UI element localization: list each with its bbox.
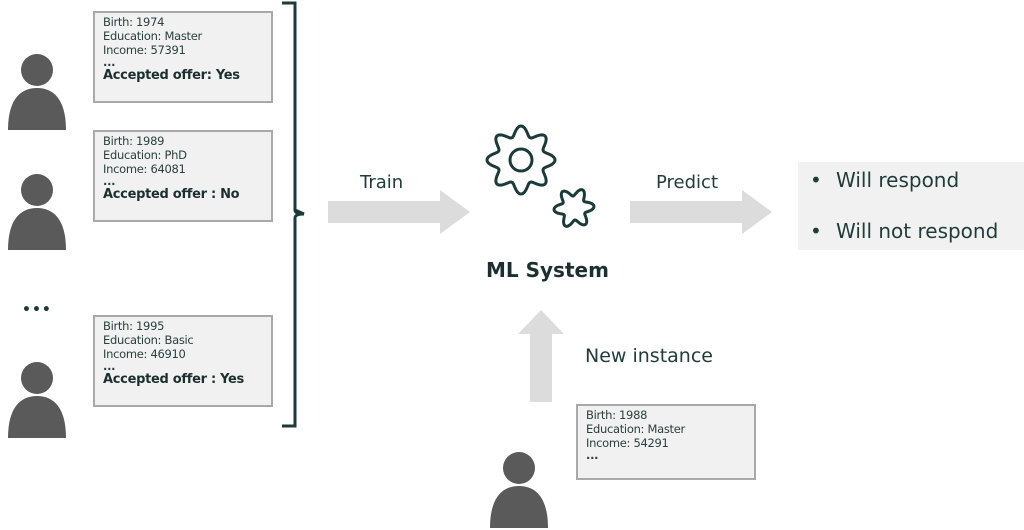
outcome-text: Will respond (836, 168, 960, 192)
record-birth: Birth: 1974 (103, 15, 165, 29)
training-record-card: Birth: 1995 Education: Basic Income: 469… (93, 315, 273, 407)
record-education: Education: Master (103, 29, 202, 43)
training-record-card: Birth: 1974 Education: Master Income: 57… (93, 11, 273, 103)
new-record-card: Birth: 1988 Education: Master Income: 54… (576, 404, 756, 480)
ml-system-label: ML System (486, 258, 609, 282)
record-income: Income: 54291 (586, 436, 669, 450)
record-ellipsis: ... (103, 174, 116, 188)
predict-arrow-icon (630, 190, 772, 234)
record-birth: Birth: 1988 (586, 408, 648, 422)
record-income: Income: 57391 (103, 43, 186, 57)
bullet: • (810, 219, 822, 243)
training-record-card: Birth: 1989 Education: PhD Income: 64081… (93, 130, 273, 222)
record-ellipsis: ... (103, 359, 116, 373)
record-ellipsis: ... (103, 55, 116, 69)
person-icon (8, 174, 66, 250)
outcome-item: • Will respond (810, 168, 959, 192)
predict-label: Predict (656, 172, 718, 193)
record-accepted-offer: Accepted offer: Yes (103, 68, 240, 83)
person-icon (490, 452, 548, 528)
record-income: Income: 46910 (103, 347, 186, 361)
record-education: Education: PhD (103, 148, 187, 162)
record-income: Income: 64081 (103, 162, 186, 176)
prediction-outcomes: • Will respond • Will not respond (798, 162, 1024, 250)
outcome-text: Will not respond (836, 219, 999, 243)
new-instance-label: New instance (585, 345, 713, 367)
record-ellipsis: ... (586, 448, 599, 462)
train-label: Train (360, 172, 404, 193)
train-arrow-icon (328, 190, 470, 234)
more-people-marker: ••• (22, 302, 52, 318)
person-icon (8, 54, 66, 130)
person-icon (8, 362, 66, 438)
record-birth: Birth: 1989 (103, 134, 165, 148)
gears-icon (485, 124, 596, 228)
outcome-item: • Will not respond (810, 219, 998, 243)
bullet: • (810, 168, 822, 192)
record-education: Education: Basic (103, 333, 194, 347)
record-birth: Birth: 1995 (103, 319, 165, 333)
right-brace (282, 1, 305, 428)
record-accepted-offer: Accepted offer : No (103, 187, 240, 202)
record-education: Education: Master (586, 422, 685, 436)
record-accepted-offer: Accepted offer : Yes (103, 372, 244, 387)
new-instance-arrow-icon (518, 310, 564, 402)
